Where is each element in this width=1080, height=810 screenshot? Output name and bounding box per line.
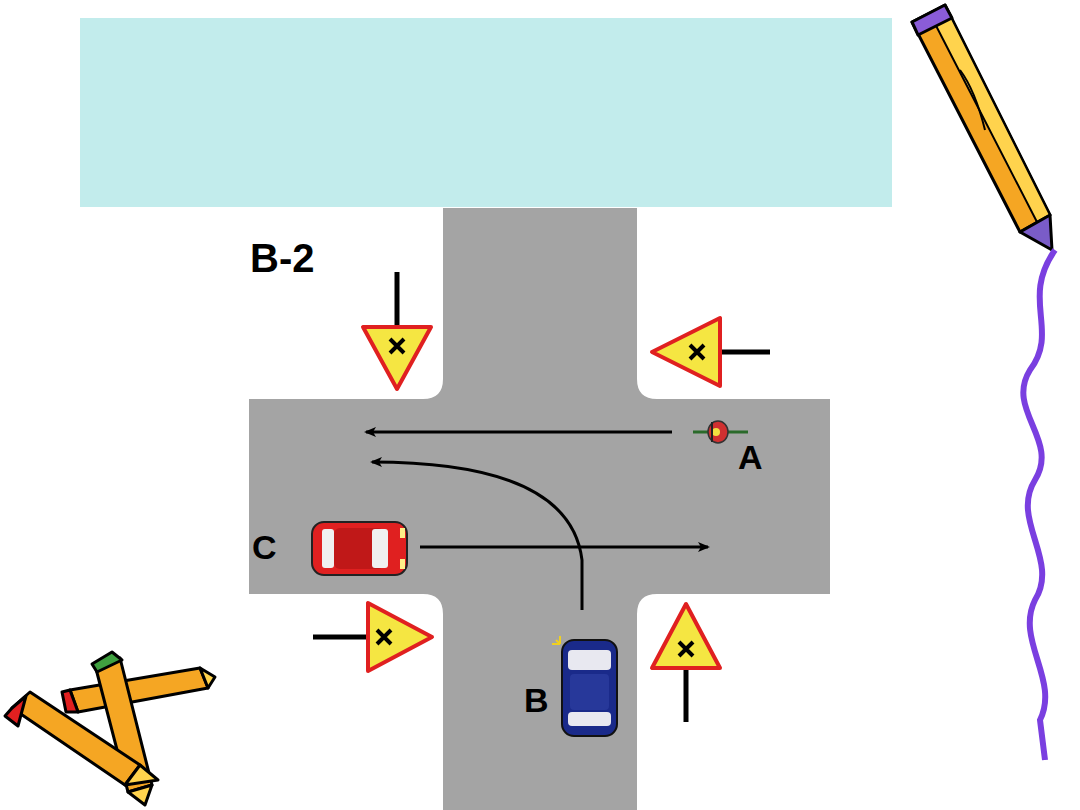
- blue-car: [552, 636, 617, 736]
- decorative-wave: [1023, 250, 1055, 760]
- red-car: [312, 522, 407, 575]
- pencils-clipart: [5, 652, 215, 805]
- title-banner: [80, 18, 892, 207]
- pencil-clipart: [912, 5, 1052, 250]
- vehicle-label: C: [252, 530, 277, 564]
- vehicle-label: A: [738, 440, 763, 474]
- priority-sign: [313, 272, 770, 722]
- diagram-id: B-2: [250, 238, 314, 278]
- trajectory-arrow: [366, 432, 708, 610]
- vehicle-label: B: [524, 683, 549, 717]
- road: [249, 208, 830, 810]
